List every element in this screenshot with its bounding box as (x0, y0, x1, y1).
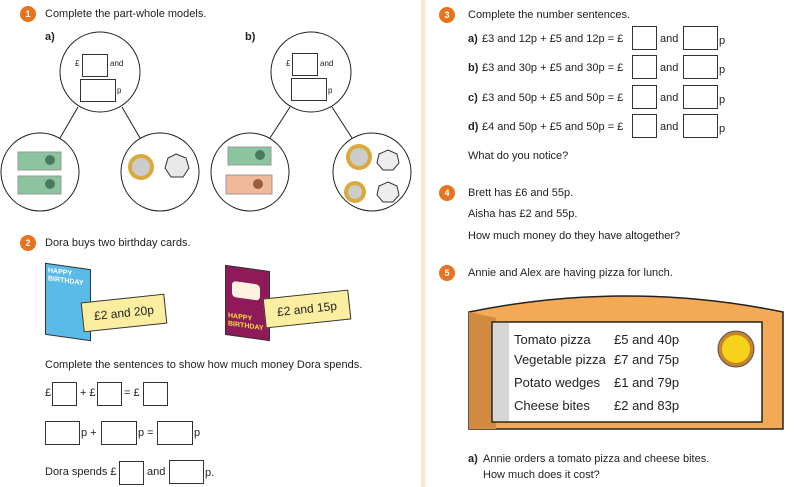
pence-answer-box[interactable] (683, 55, 718, 79)
question-number-badge: 5 (439, 265, 455, 281)
p-text: p (719, 123, 726, 135)
five-pound-note-icon (17, 151, 62, 171)
question-number-badge: 1 (20, 6, 36, 22)
and-text: and (147, 466, 166, 478)
and-text: and (660, 92, 679, 104)
pizza-menu-board (468, 295, 784, 430)
five-pound-note-icon (17, 175, 62, 195)
question-text: How much does it cost? (483, 469, 600, 481)
part-whole-diagrams (0, 31, 412, 212)
two-pound-coin-icon (128, 154, 154, 180)
and-text: and (660, 62, 679, 74)
p-text: p (328, 86, 333, 95)
pounds-answer-box[interactable] (292, 53, 318, 76)
answer-box[interactable] (97, 382, 122, 406)
pounds-answer-box[interactable] (632, 114, 657, 138)
question-number-badge: 4 (439, 185, 455, 201)
part-label: a) (45, 31, 55, 43)
equals-pound-text: = £ (124, 387, 140, 399)
number-sentence: £3 and 30p + £5 and 30p = £ (482, 62, 624, 74)
question-text: Annie orders a tomato pizza and cheese b… (483, 453, 710, 465)
answer-box[interactable] (143, 382, 168, 406)
price-tag: £2 and 15p (262, 289, 352, 329)
part-label: c) (468, 92, 478, 104)
pence-answer-box[interactable] (683, 114, 718, 138)
number-sentence: £3 and 50p + £5 and 50p = £ (482, 92, 624, 104)
pound-sign: £ (75, 59, 80, 68)
answer-box[interactable] (157, 421, 193, 445)
pence-answer-box[interactable] (683, 85, 718, 109)
pound-sign: £ (45, 387, 52, 399)
part-label: b) (245, 31, 256, 43)
pence-answer-box[interactable] (80, 79, 116, 102)
pound-sign: £ (286, 59, 291, 68)
p-text: p. (205, 467, 215, 479)
menu-price: £5 and 40p (614, 332, 680, 347)
cake-icon (232, 280, 260, 301)
p-text: p (117, 86, 122, 95)
menu-price: £7 and 75p (614, 352, 680, 367)
q4-line: How much money do they have altogether? (468, 230, 681, 242)
pounds-answer-box[interactable] (632, 85, 657, 109)
card-text: HAPPY BIRTHDAY (48, 267, 84, 288)
part-label: b) (468, 62, 479, 74)
p-text: p (719, 94, 726, 106)
ten-pound-note-icon (225, 174, 273, 195)
instruction-text: Complete the sentences to show how much … (45, 359, 363, 371)
number-sentence: £3 and 12p + £5 and 12p = £ (482, 33, 624, 45)
q4-line: Brett has £6 and 55p. (468, 187, 574, 199)
two-pound-coin-icon (346, 144, 372, 170)
and-text: and (660, 121, 679, 133)
menu-item: Cheese bites (514, 398, 590, 413)
pounds-answer-box[interactable] (82, 54, 108, 77)
five-pound-note-icon (227, 146, 272, 166)
question-number-badge: 3 (439, 7, 455, 23)
card-text: HAPPY BIRTHDAY (228, 312, 264, 333)
part-label: a) (468, 33, 478, 45)
p-plus-text: p + (81, 427, 97, 439)
menu-item: Vegetable pizza (514, 352, 606, 367)
twenty-pence-coin-icon (376, 149, 400, 171)
dora-spends-text: Dora spends £ (45, 466, 117, 478)
and-text: and (660, 33, 679, 45)
plus-pound-text: + £ (80, 387, 96, 399)
p-equals-text: p = (138, 427, 154, 439)
pence-answer-box[interactable] (683, 26, 718, 50)
menu-price: £2 and 83p (614, 398, 680, 413)
question-title: Complete the part-whole models. (45, 8, 207, 20)
question-number-badge: 2 (20, 235, 36, 251)
price-tag: £2 and 20p (80, 293, 168, 333)
pence-answer-box[interactable] (291, 78, 327, 101)
page-divider (421, 0, 425, 487)
part-label: d) (468, 121, 479, 133)
one-pound-coin-icon (344, 181, 366, 203)
pounds-answer-box[interactable] (119, 461, 144, 485)
and-text: and (320, 59, 334, 68)
p-text: p (719, 64, 726, 76)
question-title: Dora buys two birthday cards. (45, 237, 191, 249)
number-sentence: £4 and 50p + £5 and 50p = £ (482, 121, 624, 133)
menu-price: £1 and 79p (614, 375, 680, 390)
p-text: p (194, 427, 201, 439)
notice-question: What do you notice? (468, 150, 569, 162)
p-text: p (719, 35, 726, 47)
question-title: Complete the number sentences. (468, 9, 631, 21)
twenty-pence-coin-icon (376, 181, 400, 203)
pence-answer-box[interactable] (169, 460, 204, 484)
menu-item: Tomato pizza (514, 332, 591, 347)
menu-item: Potato wedges (514, 375, 601, 390)
and-text: and (110, 59, 124, 68)
q4-line: Aisha has £2 and 55p. (468, 208, 578, 220)
pounds-answer-box[interactable] (632, 55, 657, 79)
answer-box[interactable] (52, 382, 77, 406)
answer-box[interactable] (45, 421, 80, 445)
answer-box[interactable] (101, 421, 137, 445)
fifty-pence-coin-icon (164, 153, 190, 178)
pounds-answer-box[interactable] (632, 26, 657, 50)
question-title: Annie and Alex are having pizza for lunc… (468, 267, 673, 279)
pizza-icon (717, 330, 755, 368)
part-label: a) (468, 453, 478, 465)
